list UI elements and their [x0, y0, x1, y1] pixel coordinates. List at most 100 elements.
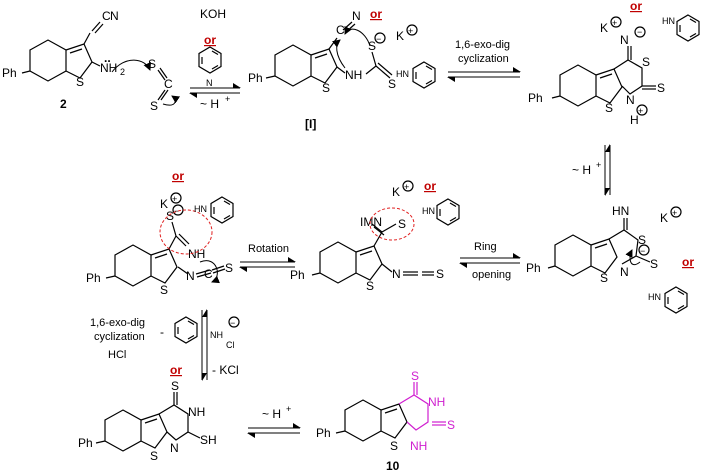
ph-label-r2: Ph [526, 261, 541, 275]
minus-h-label-4: ~ H [262, 407, 281, 421]
cl-minus-sign: − [230, 318, 235, 328]
ph-label-m: Ph [290, 268, 305, 282]
I-ring-s: S [322, 81, 330, 95]
or-label-5: or [424, 179, 436, 193]
cs2-s-top: S [148, 57, 156, 71]
r2-s-ring: S [638, 233, 646, 247]
plus-sign-1: + [225, 94, 230, 104]
l-ncs-n: N [186, 269, 195, 283]
cs2-c: C [164, 77, 173, 91]
m-ncs-s: S [436, 267, 444, 281]
I-s-thione: S [388, 77, 396, 91]
r1-minus-sign: − [637, 27, 642, 37]
nh2-subscript: 2 [120, 67, 125, 77]
cn-c-label: C [102, 9, 111, 23]
ph-label-l: Ph [86, 271, 101, 285]
l-ncs-c: C [204, 267, 213, 281]
or-label-6: or [172, 169, 184, 183]
compound-2-label: 2 [60, 97, 67, 111]
k-plus-m: + [404, 182, 409, 192]
ring-s-label: S [76, 75, 84, 89]
ph-label: Ph [2, 66, 17, 80]
m-s: S [398, 217, 406, 231]
r2-n: N [620, 265, 629, 279]
b1-n: N [170, 441, 179, 455]
r1-n-plus: + [638, 106, 643, 116]
r1-n: N [626, 93, 635, 107]
r1-h: H [630, 113, 639, 127]
koh-label: KOH [200, 7, 226, 21]
step6-reagents: 1,6-exo-dig cyclization HCl - NH Cl − or… [90, 309, 240, 381]
k-plus-I: + [408, 26, 413, 36]
cn-n-label: N [110, 9, 119, 23]
step4-reagents: Ring opening [459, 241, 521, 281]
dash-minus-label: - [160, 325, 164, 339]
step2-reagents: 1,6-exo-dig cyclization [447, 39, 521, 82]
pyridinium-hn-l: HN [194, 204, 207, 214]
step1-reagents: KOH or N ~ H + [189, 7, 241, 111]
or-label-2: or [370, 7, 382, 21]
l-minus-sign: − [174, 206, 179, 216]
pyridinium-hn-r2: HN [648, 292, 661, 302]
pyridinium-hn-m: HN [422, 206, 435, 216]
k-plus-r1: + [612, 18, 617, 28]
rotamer-structure: Ph S NH S − N C S or K + HN [86, 169, 234, 297]
I-c-label: C [336, 23, 345, 37]
m-imine: IMN [360, 215, 382, 229]
c10-thione-s-2: S [447, 418, 455, 432]
k-label-r1: K [600, 21, 608, 35]
r1-s-thione: S [657, 81, 665, 95]
m-ring-s: S [366, 279, 374, 293]
or-label-4: or [682, 255, 694, 269]
l-ring-s: S [160, 283, 168, 297]
lone-pair: .. [104, 51, 111, 65]
ph-label-r1: Ph [528, 91, 543, 105]
or-label-7: or [170, 363, 182, 377]
thiazine-intermediate-structure: Ph S HN S S − N K + or HN [526, 204, 694, 314]
cyclization-label-2b: cyclization [94, 331, 145, 343]
rotation-label: Rotation [248, 243, 289, 255]
intermediate-I-label: [I] [305, 117, 316, 131]
or-label-1: or [204, 33, 216, 47]
tautomer-arrows: ~ H + [247, 404, 301, 438]
I-minus-sign: − [376, 34, 381, 44]
k-plus-l: + [172, 194, 177, 204]
k-plus-r2: + [672, 208, 677, 218]
opening-label: opening [472, 269, 511, 281]
intermediate-I-structure: Ph C N S NH S − S [I] or K + HN [248, 7, 436, 131]
I-n-label: N [352, 9, 361, 23]
k-label-m: K [392, 185, 400, 199]
b1-sh: SH [200, 433, 217, 447]
pyridinium-hn-I: HN [396, 69, 409, 79]
or-label-3: or [630, 0, 642, 13]
k-label-l: K [160, 197, 168, 211]
cs2-s-bottom: S [150, 99, 158, 113]
m-ncs: N [392, 267, 401, 281]
compound-2-structure: Ph C N S NH 2 .. 2 [2, 9, 125, 111]
k-label-I: K [396, 29, 404, 43]
cs2-structure: S C S [111, 57, 181, 113]
cl-label: Cl [226, 340, 235, 350]
k-label-r2: K [660, 211, 668, 225]
r1-ring-s: S [605, 101, 613, 115]
b1-thione-s: S [171, 379, 179, 393]
pyridinium-hn-r1: HN [662, 16, 675, 26]
cyclization-label-1b: cyclization [458, 53, 509, 65]
minus-h-label-1: ~ H [200, 97, 219, 111]
compound-10-structure: Ph S S NH S NH 10 [316, 369, 455, 473]
c10-ring-s: S [390, 439, 398, 453]
hcl-label: HCl [108, 349, 126, 361]
ph-label-b1: Ph [78, 436, 93, 450]
c10-thione-s-1: S [411, 369, 419, 383]
cyclization-label-2a: 1,6-exo-dig [90, 317, 145, 329]
r2-imine: HN [612, 204, 629, 218]
isothiocyanate-structure: Ph S IMN S N S K + or HN [290, 179, 460, 293]
r2-ring-s: S [600, 271, 608, 285]
c10-nh-2: NH [410, 439, 427, 453]
minus-h-label-3: ~ H [572, 163, 591, 177]
b1-ring-s: S [150, 449, 158, 463]
ring-label: Ring [474, 241, 497, 253]
compound-10-label: 10 [386, 459, 400, 473]
r1-n-minus: N [620, 33, 629, 47]
